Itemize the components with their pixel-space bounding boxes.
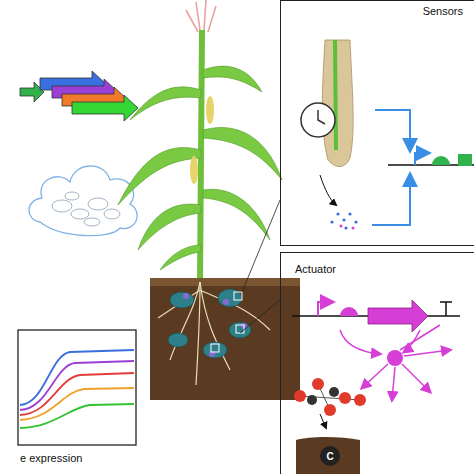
soil <box>150 200 300 400</box>
inset-panel: Actuator <box>280 252 474 474</box>
gene-arrows <box>20 71 138 121</box>
actuator-circuit <box>292 300 460 474</box>
sensor-circuit <box>301 40 474 230</box>
axis-label: e expression <box>20 452 82 464</box>
inset-panel: Sensors <box>280 0 474 246</box>
expression-chart <box>18 330 136 445</box>
panel-title: Sensors <box>423 5 463 17</box>
maize-plant <box>118 0 282 282</box>
carbon-symbol: C <box>326 451 333 462</box>
panel-title: Actuator <box>295 263 336 275</box>
